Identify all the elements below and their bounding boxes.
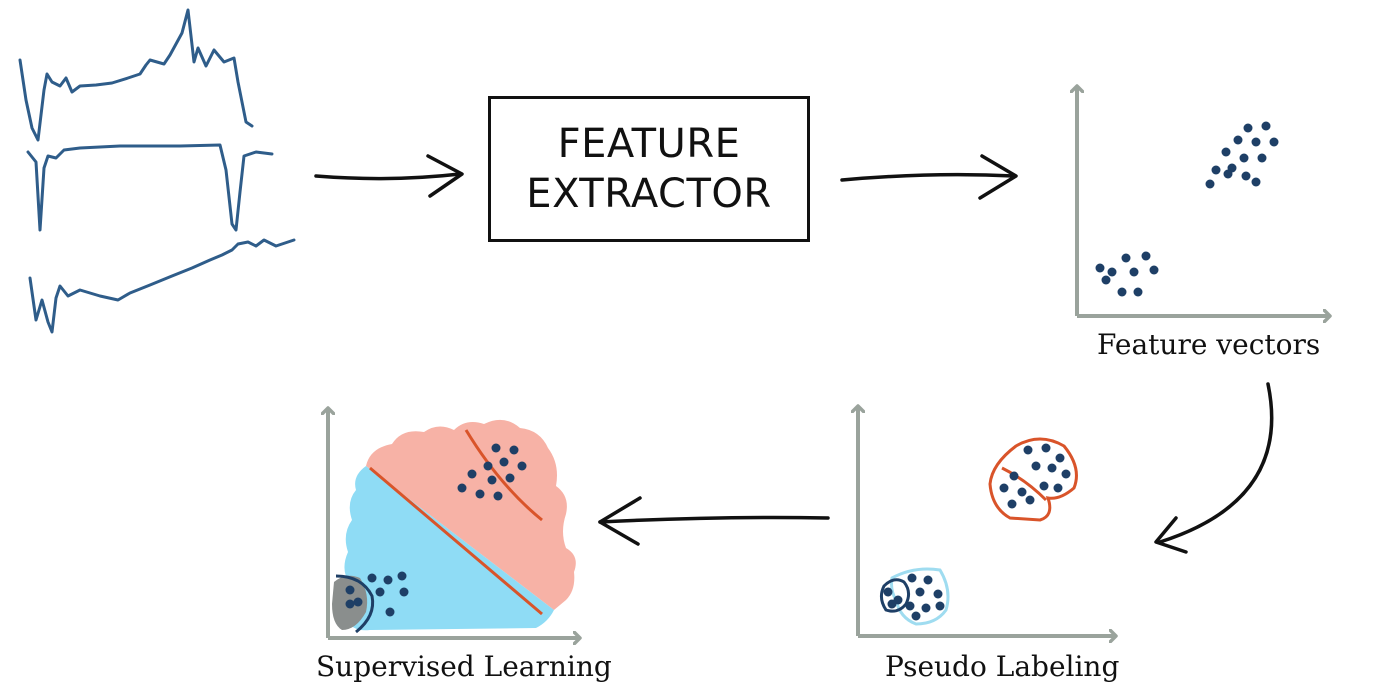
pseudo-labeling-plot [858, 406, 1116, 636]
supervised-learning-label: Supervised Learning [316, 650, 612, 683]
arrow-to-extractor [314, 154, 464, 198]
feature-vectors-cluster-a [1095, 251, 1159, 297]
pseudo-cluster-blue-points [883, 573, 945, 621]
signal-trace-1 [18, 8, 254, 142]
arrow-to-feature-vectors [840, 154, 1018, 200]
pseudo-cluster-red-points [999, 443, 1071, 509]
arrow-to-supervised-learning [598, 496, 830, 546]
decision-boundary-cluster [464, 429, 543, 522]
pseudo-cluster-red-outline [988, 437, 1078, 522]
feature-vectors-cluster-b [1205, 121, 1279, 189]
decision-boundary-gray [335, 574, 375, 634]
feature-extractor-line1: FEATURE [557, 121, 741, 167]
region-cyan [344, 466, 554, 631]
feature-vectors-plot [1077, 86, 1330, 316]
feature-extractor-line2: EXTRACTOR [526, 171, 772, 217]
pseudo-cluster-red-divider [1001, 466, 1048, 502]
feature-vectors-label: Feature vectors [1097, 328, 1321, 361]
supervised-learning-plot [328, 408, 580, 638]
input-signals [18, 8, 296, 334]
pseudo-labeling-label: Pseudo Labeling [885, 650, 1120, 683]
signal-trace-3 [28, 238, 296, 334]
signal-trace-2 [26, 143, 274, 232]
arrow-to-pseudo-labeling [1154, 382, 1274, 554]
decision-boundary-main [369, 466, 543, 616]
supervised-points [345, 443, 527, 617]
feature-extractor-box: FEATURE EXTRACTOR [488, 96, 810, 242]
